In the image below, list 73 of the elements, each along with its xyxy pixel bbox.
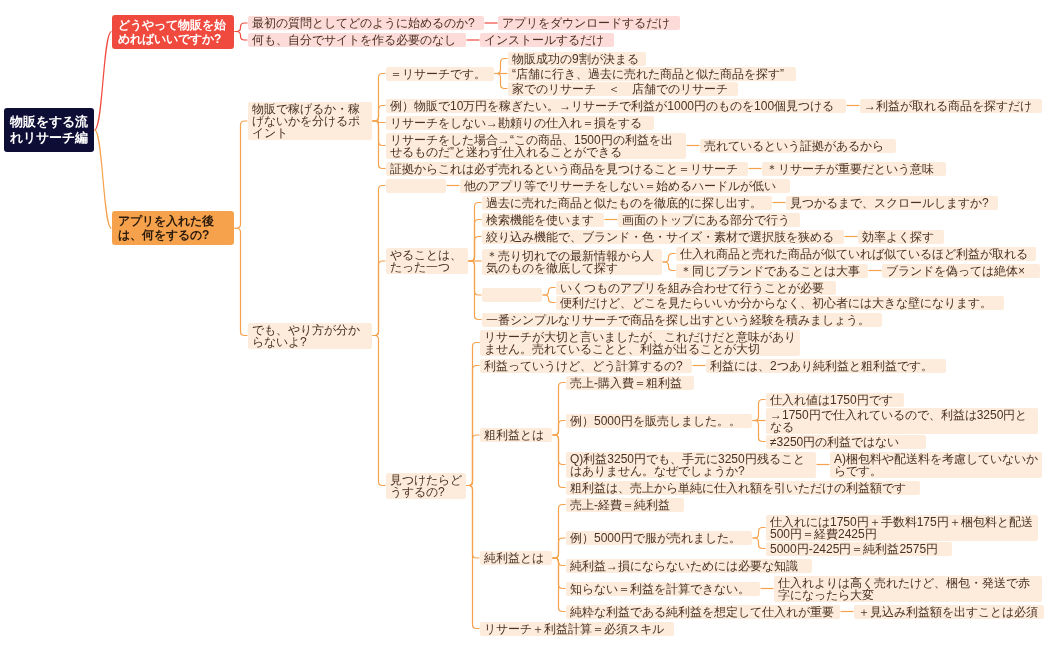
subtopic: 例）5000円で服が売れました。 — [566, 531, 752, 545]
branch-line — [551, 434, 567, 489]
empty-topic-box — [386, 178, 446, 193]
subtopic: ≠3250円の利益ではない — [766, 434, 926, 449]
subtopic: 物販で稼げるか・稼げないかを分けるポイント — [248, 102, 372, 140]
subtopic: 知らない＝利益を計算できない。 — [566, 581, 760, 596]
subtopic: 何も、自分でサイトを作る必要のなし — [248, 33, 466, 47]
subtopic: 純粋な利益である純利益を想定して仕入れが重要 — [566, 604, 840, 619]
subtopic: 便利だけど、どこを見たらいいか分からなく、初心者には大きな壁になります。 — [556, 295, 1004, 310]
subtopic: リサーチをしない→勘頼りの仕入れ＝損をする — [386, 115, 654, 130]
subtopic: “店舗に行き、過去に売れた商品と似た商品を探す” — [508, 66, 796, 81]
subtopic: 一番シンプルなリサーチで商品を探し出すという経験を積みましょう。 — [482, 312, 882, 327]
subtopic: ＊リサーチが重要だという意味 — [762, 161, 946, 176]
subtopic: リサーチをした場合→“この商品、1500円の利益を出せるものだ”と迷わず仕入れることができる — [386, 132, 686, 159]
subtopic: アプリをダウンロードするだけ — [498, 16, 680, 30]
subtopic: ＊同じブランドであることは大事 — [676, 263, 868, 278]
subtopic: ブランドを偽っては絶体× — [882, 263, 1040, 278]
main-topic: どうやって物販を始めればいいですか? — [112, 14, 234, 49]
subtopic: 最初の質問としてどのように始めるのか? — [248, 16, 484, 30]
branch-line — [371, 120, 387, 170]
subtopic: 他のアプリ等でリサーチをしない＝始めるハードルが低い — [460, 178, 790, 193]
subtopic: 絞り込み機能で、ブランド・色・サイズ・素材で選択肢を狭める — [482, 229, 844, 244]
branch-line — [93, 30, 113, 131]
subtopic: ＝リサーチです。 — [386, 66, 494, 81]
central-topic: 物販をする流れリサーチ編 — [4, 107, 94, 152]
subtopic: でも、やり方が分からないよ? — [248, 322, 372, 349]
subtopic: リサーチが大切と言いましたが、これだけだと意味がありません。売れていることと、利益が出ることが大切 — [480, 329, 800, 356]
branch-line — [751, 537, 767, 550]
subtopic: 仕入れ値は1750円です — [766, 392, 904, 407]
subtopic: →1750円で仕入れているので、利益は3250円となる — [766, 407, 1038, 434]
branch-line — [661, 261, 677, 272]
subtopic: 粗利益とは — [480, 428, 552, 442]
branch-line — [493, 72, 509, 90]
subtopic: 過去に売れた商品と似たものを徹底的に探し出す。 — [482, 195, 772, 210]
subtopic: 画面のトップにある部分で行う — [618, 212, 800, 227]
subtopic: 仕入れ商品と売れた商品が似ていれば似ているほど利益が取れる — [676, 246, 1036, 261]
branch-line — [465, 39, 481, 41]
subtopic: 仕入れよりは高く売れたけど、梱包・発送で赤字になったら大変 — [774, 575, 1042, 602]
subtopic: 売れているという証拠があるから — [700, 138, 896, 153]
main-topic: アプリを入れた後は、何をするの? — [112, 211, 234, 246]
subtopic: 売上-購入費＝粗利益 — [566, 375, 694, 390]
subtopic: 検索機能を使います — [482, 212, 604, 227]
branch-line — [93, 129, 113, 229]
subtopic: 利益っていうけど、どう計算するの? — [480, 358, 692, 373]
branch-line — [751, 419, 767, 443]
subtopic: 例）物販で10万円を稼ぎたい。→リサーチで利益が1000円のものを100個見つける — [386, 98, 846, 113]
subtopic: 純利益とは — [480, 551, 552, 565]
subtopic: ＊売り切れでの最新情報から人気のものを徹底して探す — [482, 249, 662, 275]
subtopic: インストールするだけ — [480, 33, 614, 47]
subtopic: 売上-経費＝純利益 — [566, 497, 684, 512]
subtopic: 効率よく探す — [858, 229, 944, 244]
branch-line — [541, 294, 557, 304]
subtopic: 物販成功の9割が決まる — [508, 51, 646, 66]
subtopic: いくつものアプリを組み合わせて行うことが必要 — [556, 280, 836, 295]
subtopic: 例）5000円を販売しました。。 — [566, 413, 752, 428]
branch-line — [483, 22, 499, 24]
subtopic: 純利益→損にならないためには必要な知識 — [566, 558, 812, 573]
empty-topic-box — [482, 288, 542, 302]
subtopic: 証拠からこれは必ず売れるという商品を見つけること＝リサーチ — [386, 161, 748, 176]
subtopic: 利益には、2つあり純利益と粗利益です。 — [706, 358, 946, 373]
subtopic: Q)利益3250円でも、手元に3250円残ることはありません。なぜでしょうか? — [566, 451, 816, 478]
subtopic: 5000円-2425円＝純利益2575円 — [766, 541, 952, 556]
branch-line — [551, 557, 567, 613]
subtopic: 家でのリサーチ ＜ 店舗でのリサーチ — [508, 81, 738, 96]
subtopic: ＋見込み利益額を出すことは必須 — [854, 604, 1044, 619]
subtopic: 仕入れには1750円＋手数料175円＋梱包料と配送500円＝経費2425円 — [766, 514, 1038, 541]
subtopic: →利益が取れる商品を探すだけ — [860, 98, 1042, 113]
subtopic: 粗利益は、売上から単純に仕入れ額を引いただけの利益額です — [566, 480, 920, 495]
subtopic: A)梱包料や配送料を考慮していないからです。 — [830, 451, 1042, 478]
subtopic: やることは、たった一つ — [386, 248, 468, 274]
subtopic: 見つかるまで、スクロールしますか? — [786, 195, 998, 210]
subtopic: リサーチ＋利益計算＝必須スキル — [480, 621, 674, 636]
subtopic: 見つけたらどうするの? — [386, 472, 466, 499]
